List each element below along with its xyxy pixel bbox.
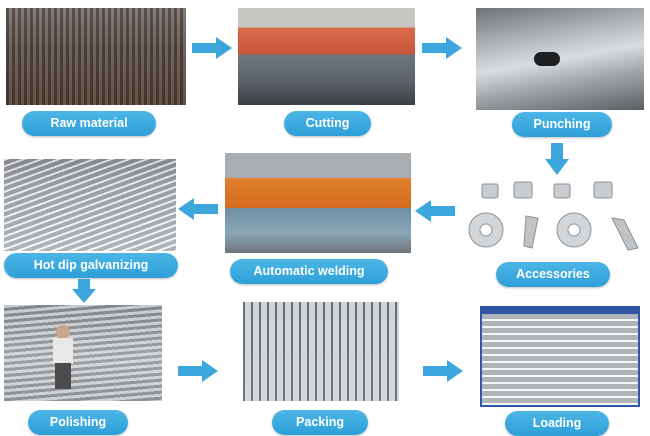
arrow-right-icon [178,360,218,382]
punching-label: Punching [512,112,612,137]
cutting-photo [238,8,415,105]
hot-dip-galvanizing-photo [4,159,176,251]
accessories-label: Accessories [496,262,610,287]
punching-photo [476,8,644,110]
cutting-label: Cutting [284,111,371,136]
arrow-right-icon [423,360,463,382]
arrow-left-icon [415,200,455,222]
automatic-welding-photo [225,153,411,253]
loading-photo [480,306,640,407]
automatic-welding-label: Automatic welding [230,259,388,284]
arrow-right-icon [422,37,462,59]
polishing-photo [4,305,162,401]
accessories-photo [462,178,646,256]
accessories-illustration [468,181,639,251]
arrow-down-icon [545,143,569,175]
worker-body [53,338,73,364]
packing-label: Packing [272,410,368,435]
polishing-label: Polishing [28,410,128,435]
arrow-down-icon [72,279,96,303]
worker-head [56,325,70,339]
packing-photo [243,302,399,401]
arrow-right-icon [192,37,232,59]
worker-legs [55,363,71,389]
raw-material-label: Raw material [22,111,156,136]
hot-dip-galvanizing-label: Hot dip galvanizing [4,253,178,278]
loading-label: Loading [505,411,609,436]
raw-material-photo [6,8,186,105]
arrow-left-icon [178,198,218,220]
punch-hole [534,52,560,66]
